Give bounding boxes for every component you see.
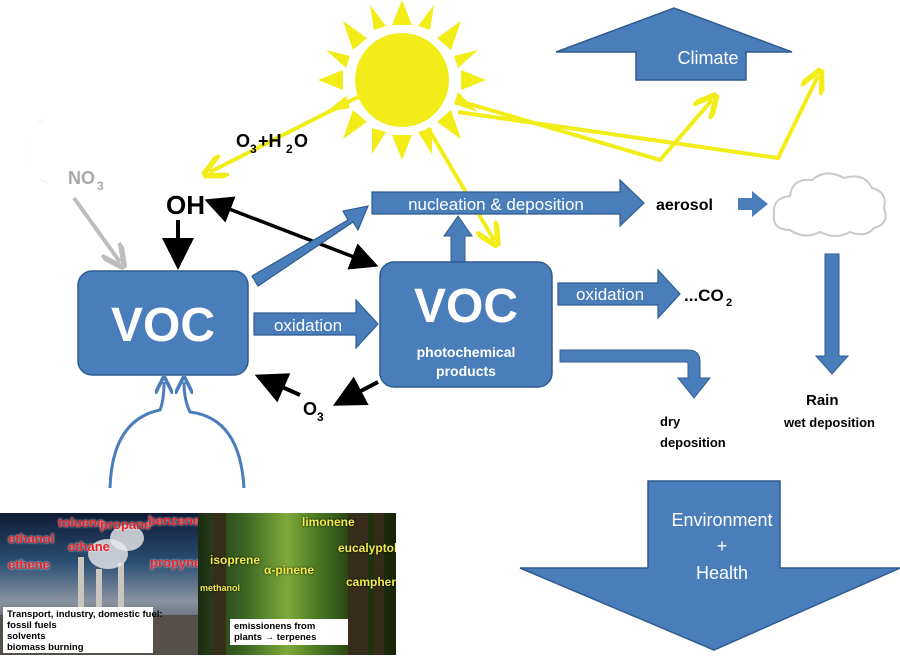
- voc-to-nucleation-arrow: [251, 205, 369, 287]
- dry-label: dry: [660, 414, 681, 429]
- deposition-label: deposition: [660, 435, 726, 450]
- biogenic-sources-photo: limonene isoprene α-pinene eucalyptol ca…: [198, 513, 396, 655]
- rain-label: Rain: [806, 392, 839, 409]
- voc-right-label: VOC: [414, 280, 518, 333]
- o3-return-arrow: [254, 373, 301, 403]
- o3-label: O 3: [303, 399, 324, 424]
- emission-curves: [108, 382, 246, 489]
- voc-word: ethene: [8, 557, 50, 572]
- o3-out-arrow: [332, 376, 379, 406]
- sun-icon: [318, 0, 486, 160]
- tree-trunk: [212, 513, 226, 655]
- svg-text:products: products: [436, 363, 496, 379]
- terpene-word: campher: [346, 575, 396, 589]
- anthropogenic-caption: Transport, industry, domestic fuel: foss…: [3, 607, 163, 653]
- sun-ray-paths: [210, 76, 818, 240]
- voc-box-right: VOC photochemical products: [379, 261, 553, 388]
- environment-health-arrow: Environment + Health: [519, 480, 900, 651]
- chimney: [96, 569, 102, 615]
- climate-label: Climate: [677, 48, 738, 68]
- voc-word: ethane: [68, 539, 110, 554]
- svg-text:3: 3: [317, 410, 324, 424]
- aerosol-to-cloud-arrow: [738, 191, 768, 217]
- aerosol-label: aerosol: [656, 197, 713, 214]
- smoke: [110, 525, 144, 551]
- svg-text:+H: +H: [258, 131, 282, 151]
- chimney: [118, 563, 124, 615]
- no3-label: NO 3: [68, 168, 104, 193]
- svg-text:2: 2: [726, 297, 732, 309]
- climate-arrow: Climate: [555, 7, 793, 81]
- svg-text:Environment: Environment: [671, 510, 772, 530]
- voc-word: toluene: [58, 515, 105, 530]
- no3-arrow: [72, 196, 120, 262]
- svg-text:3: 3: [250, 142, 257, 156]
- dry-deposition-arrow: [559, 349, 712, 399]
- svg-text:...CO: ...CO: [684, 286, 724, 305]
- terpene-word: eucalyptol: [338, 541, 396, 555]
- terpene-word: isoprene: [210, 553, 261, 567]
- svg-text:nucleation & deposition: nucleation & deposition: [408, 195, 584, 214]
- svg-text:O: O: [303, 399, 317, 419]
- svg-text:Health: Health: [696, 563, 748, 583]
- rain-arrow: [814, 253, 850, 375]
- biogenic-caption: emissionens from plants → terpenes: [230, 619, 348, 645]
- oh-label: OH: [166, 190, 205, 220]
- tree-trunk: [348, 513, 368, 655]
- svg-text:O: O: [294, 131, 308, 151]
- terpene-word: methanol: [200, 583, 241, 593]
- svg-text:oxidation: oxidation: [274, 316, 342, 335]
- oh-voc-double-arrow: [204, 196, 379, 270]
- voc-word: propyne: [150, 555, 198, 570]
- oxidation-arrow-left: oxidation: [253, 298, 379, 350]
- voc-word: ethanol: [8, 531, 55, 546]
- voc-to-nucleation-up-arrow: [443, 215, 473, 265]
- svg-text:+: +: [717, 536, 728, 556]
- anthropogenic-sources-photo: toluene propane benzene ethanol ethane e…: [0, 513, 198, 655]
- svg-text:2: 2: [286, 142, 293, 156]
- svg-text:3: 3: [97, 179, 104, 193]
- cloud-icon: [772, 172, 887, 237]
- voc-left-label: VOC: [111, 299, 215, 352]
- oxidation-arrow-right: oxidation: [557, 268, 681, 320]
- wet-deposition-label: wet deposition: [783, 415, 875, 430]
- voc-word: benzene: [148, 513, 198, 528]
- moon-icon: [25, 114, 62, 186]
- voc-box-left: VOC: [77, 270, 249, 376]
- nucleation-arrow: nucleation & deposition: [371, 178, 645, 228]
- co2-label: ...CO 2: [684, 286, 732, 309]
- terpene-word: α-pinene: [264, 563, 315, 577]
- svg-text:oxidation: oxidation: [576, 285, 644, 304]
- chimney: [78, 557, 84, 615]
- terpene-word: limonene: [302, 515, 355, 529]
- svg-text:photochemical: photochemical: [417, 344, 516, 360]
- voc-word: propane: [100, 517, 152, 532]
- o3-h2o-label: O 3 +H 2 O: [236, 131, 308, 156]
- svg-text:NO: NO: [68, 168, 95, 188]
- svg-text:O: O: [236, 131, 250, 151]
- tree-trunk: [374, 513, 384, 655]
